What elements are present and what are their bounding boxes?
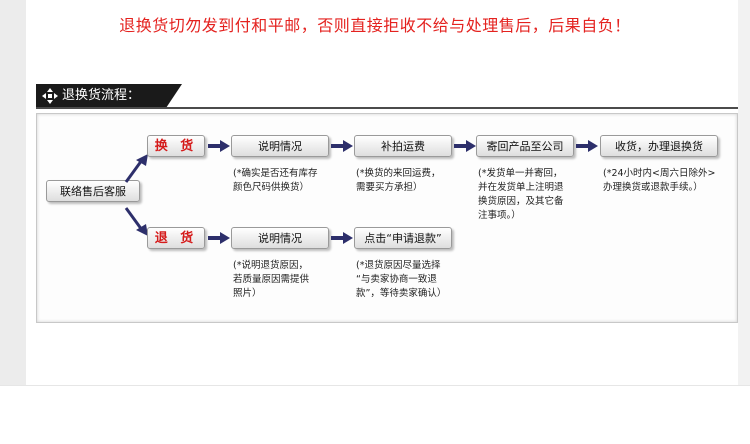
arrow-right-icon — [331, 140, 353, 152]
exchange-step-send-back-box: 寄回产品至公司 — [476, 135, 574, 157]
section-divider — [36, 107, 738, 109]
arrow-right-icon — [208, 140, 230, 152]
return-note-apply-refund: (*退货原因尽量选择 “与卖家协商一致退 款”，等待卖家确认） — [356, 260, 447, 299]
exchange-box: 换 货 — [147, 135, 205, 157]
four-arrows-icon — [42, 88, 58, 104]
exchange-step-shipping-box: 补拍运费 — [354, 135, 452, 157]
warning-notice: 退换货切勿发到付和平邮，否则直接拒收不给与处理售后，后果自负！ — [119, 16, 631, 35]
return-note-explain: (*说明退货原因， 若质量原因需提供 照片） — [233, 260, 310, 299]
exchange-step-process-box: 收货，办理退换货 — [600, 135, 718, 157]
return-step-apply-refund-box: 点击“申请退款” — [354, 227, 452, 249]
return-step-explain-box: 说明情况 — [231, 227, 329, 249]
right-margin — [738, 0, 750, 390]
branch-up-arrow-icon — [124, 154, 148, 183]
section-header: 退换货流程： — [36, 84, 182, 108]
left-margin — [0, 0, 26, 390]
footer-band — [0, 385, 750, 444]
exchange-step-explain-box: 说明情况 — [231, 135, 329, 157]
exchange-note-process: (*24小时内<周六日除外> 办理换货或退款手续。） — [603, 168, 716, 193]
branch-down-arrow-icon — [124, 207, 148, 236]
section-title: 退换货流程： — [62, 88, 141, 103]
exchange-note-send-back: (*发货单一并寄回， 并在发货单上注明退 换货原因，及其它备 注事项。） — [478, 168, 564, 221]
contact-service-box: 联络售后客服 — [46, 180, 140, 202]
exchange-note-shipping: (*换货的来回运费， 需要买方承担） — [356, 168, 441, 193]
arrow-right-icon — [208, 232, 230, 244]
arrow-right-icon — [576, 140, 598, 152]
exchange-note-explain: (*确实是否还有库存 颜色尺码供换货） — [233, 168, 318, 193]
arrow-right-icon — [331, 232, 353, 244]
return-box: 退 货 — [147, 227, 205, 249]
arrow-right-icon — [454, 140, 476, 152]
